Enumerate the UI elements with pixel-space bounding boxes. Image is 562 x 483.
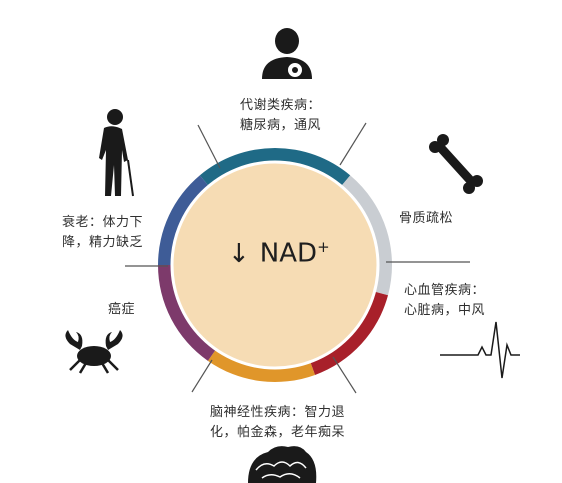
ring-segment-neuro (207, 347, 316, 382)
label-cardio-line1: 心血管疾病： (404, 283, 486, 298)
label-neuro-line1: 脑神经性疾病：智力退 (210, 405, 346, 420)
divider-line-bottom-right (332, 356, 357, 394)
divider-line-top-left (197, 124, 221, 169)
inner-circle (170, 160, 380, 370)
label-metabolic: 代谢类疾病： 糖尿病，通风 (240, 96, 321, 136)
ring-segment-metabolic (199, 148, 351, 188)
label-aging-line1: 衰老：体力下 (62, 215, 144, 230)
crab-icon (65, 330, 123, 374)
divider-lines (125, 122, 470, 394)
brain-icon (248, 446, 317, 483)
nad-text: NAD (259, 238, 318, 269)
label-aging: 衰老：体力下 降，精力缺乏 (62, 213, 143, 253)
label-metabolic-line2: 糖尿病，通风 (240, 118, 322, 133)
down-arrow-icon: ↓ (228, 238, 250, 269)
label-bone-line1: 骨质疏松 (399, 211, 454, 226)
doctor-icon (262, 28, 312, 79)
label-neuro-line2: 化，帕金森，老年痴呆 (210, 425, 346, 440)
elderly-person-icon (99, 109, 134, 197)
center-nad-label: ↓ NAD+ (228, 238, 330, 269)
divider-line-top-right (339, 122, 367, 166)
heartbeat-icon (440, 321, 520, 379)
label-cardio: 心血管疾病： 心脏病，中风 (404, 281, 485, 321)
label-bone: 骨质疏松 (399, 209, 453, 229)
label-cancer-line1: 癌症 (108, 302, 136, 317)
label-cancer: 癌症 (108, 300, 135, 320)
nad-superscript: + (317, 238, 330, 256)
divider-line-bottom-left (191, 359, 213, 393)
label-metabolic-line1: 代谢类疾病： (240, 98, 322, 113)
label-cardio-line2: 心脏病，中风 (404, 303, 486, 318)
label-neuro: 脑神经性疾病：智力退 化，帕金森，老年痴呆 (210, 403, 345, 443)
bone-icon (429, 134, 483, 194)
label-aging-line2: 降，精力缺乏 (62, 235, 144, 250)
